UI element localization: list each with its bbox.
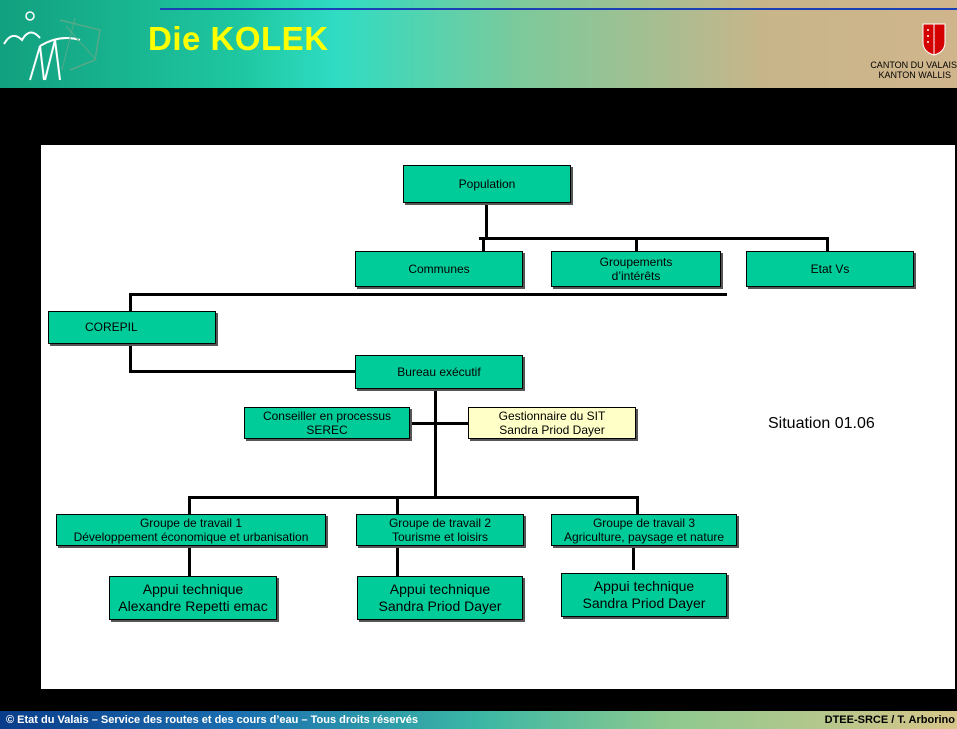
box-conseiller: Conseiller en processus SEREC: [244, 407, 410, 439]
org-chart: Population Communes Groupements d’intérê…: [41, 145, 955, 689]
box-groupements-line2: d’intérêts: [611, 269, 661, 283]
connector-groupements: [635, 237, 638, 251]
connector-corepil-up: [129, 293, 132, 311]
connector-group1: [188, 496, 191, 514]
situation-label: Situation 01.06: [768, 415, 875, 432]
box-group3-line2: Agriculture, paysage et nature: [563, 530, 725, 544]
connector-group2: [396, 496, 399, 514]
connector-middle-bus: [129, 293, 727, 296]
valais-shield-icon: [922, 23, 946, 56]
box-support1-line2: Alexandre Repetti emac: [118, 598, 268, 614]
header-top-line: [160, 8, 957, 10]
box-group1-line1: Groupe de travail 1: [139, 515, 243, 530]
box-bureau-label: Bureau exécutif: [397, 364, 481, 379]
box-groupements-line1: Groupements: [599, 254, 673, 269]
connector-group3: [636, 496, 639, 514]
box-group1-line2: Développement économique et urbanisation: [73, 530, 309, 544]
box-gestionnaire-line1: Gestionnaire du SIT: [498, 408, 606, 423]
landscape-logo-icon: [3, 11, 101, 81]
box-gestionnaire: Gestionnaire du SIT Sandra Priod Dayer: [468, 407, 636, 439]
box-group3-line1: Groupe de travail 3: [592, 515, 696, 530]
box-support3: Appui technique Sandra Priod Dayer: [561, 573, 727, 617]
footer-copyright: © Etat du Valais – Service des routes et…: [6, 714, 419, 726]
box-corepil-label: COREPIL: [85, 320, 138, 335]
box-group2-line1: Groupe de travail 2: [388, 515, 492, 530]
box-communes-label: Communes: [408, 261, 470, 276]
connector-population-down: [485, 203, 488, 239]
box-group2: Groupe de travail 2 Tourisme et loisirs: [356, 514, 524, 546]
box-conseiller-line1: Conseiller en processus: [262, 408, 392, 423]
canton-logo: CANTON DU VALAIS KANTON WALLIS: [865, 18, 957, 88]
box-corepil: COREPIL: [48, 311, 216, 344]
box-communes: Communes: [355, 251, 523, 287]
connector-top-bus: [479, 237, 828, 240]
connector-corepil-down: [129, 344, 132, 372]
connector-communes: [482, 237, 485, 251]
box-support3-line2: Sandra Priod Dayer: [582, 595, 706, 611]
connector-staff: [410, 422, 468, 425]
canton-name-de: KANTON WALLIS: [878, 70, 951, 80]
box-gestionnaire-line2: Sandra Priod Dayer: [499, 423, 605, 437]
box-etat-label: Etat Vs: [810, 261, 850, 276]
box-support2-line2: Sandra Priod Dayer: [378, 598, 502, 614]
box-population-label: Population: [458, 176, 516, 191]
box-conseiller-line2: SEREC: [306, 423, 348, 437]
connector-groups-bus: [188, 496, 639, 499]
header-banner: Die KOLEK CANTON DU VALAIS KANTON WALLIS: [0, 0, 957, 88]
connector-support3: [632, 546, 635, 570]
box-bureau: Bureau exécutif: [355, 355, 523, 389]
box-etat: Etat Vs: [746, 251, 914, 287]
box-support1: Appui technique Alexandre Repetti emac: [109, 576, 277, 620]
connector-bureau-trunk: [434, 389, 437, 497]
box-support3-line1: Appui technique: [593, 578, 695, 595]
connector-etat: [826, 237, 829, 251]
footer-author: DTEE-SRCE / T. Arborino: [824, 714, 955, 726]
box-population: Population: [403, 165, 571, 203]
connector-corepil-bureau: [129, 370, 355, 373]
box-group2-line2: Tourisme et loisirs: [391, 530, 489, 544]
box-groupements: Groupements d’intérêts: [551, 251, 721, 287]
box-group1: Groupe de travail 1 Développement économ…: [56, 514, 326, 546]
box-support2: Appui technique Sandra Priod Dayer: [357, 576, 523, 620]
footer-bar: © Etat du Valais – Service des routes et…: [0, 711, 957, 729]
box-group3: Groupe de travail 3 Agriculture, paysage…: [551, 514, 737, 546]
page-title: Die KOLEK: [148, 20, 329, 57]
connector-support2: [396, 546, 399, 576]
connector-support1: [188, 546, 191, 576]
canton-name-fr: CANTON DU VALAIS: [870, 60, 957, 70]
box-support2-line1: Appui technique: [389, 581, 491, 598]
box-support1-line1: Appui technique: [142, 581, 244, 598]
